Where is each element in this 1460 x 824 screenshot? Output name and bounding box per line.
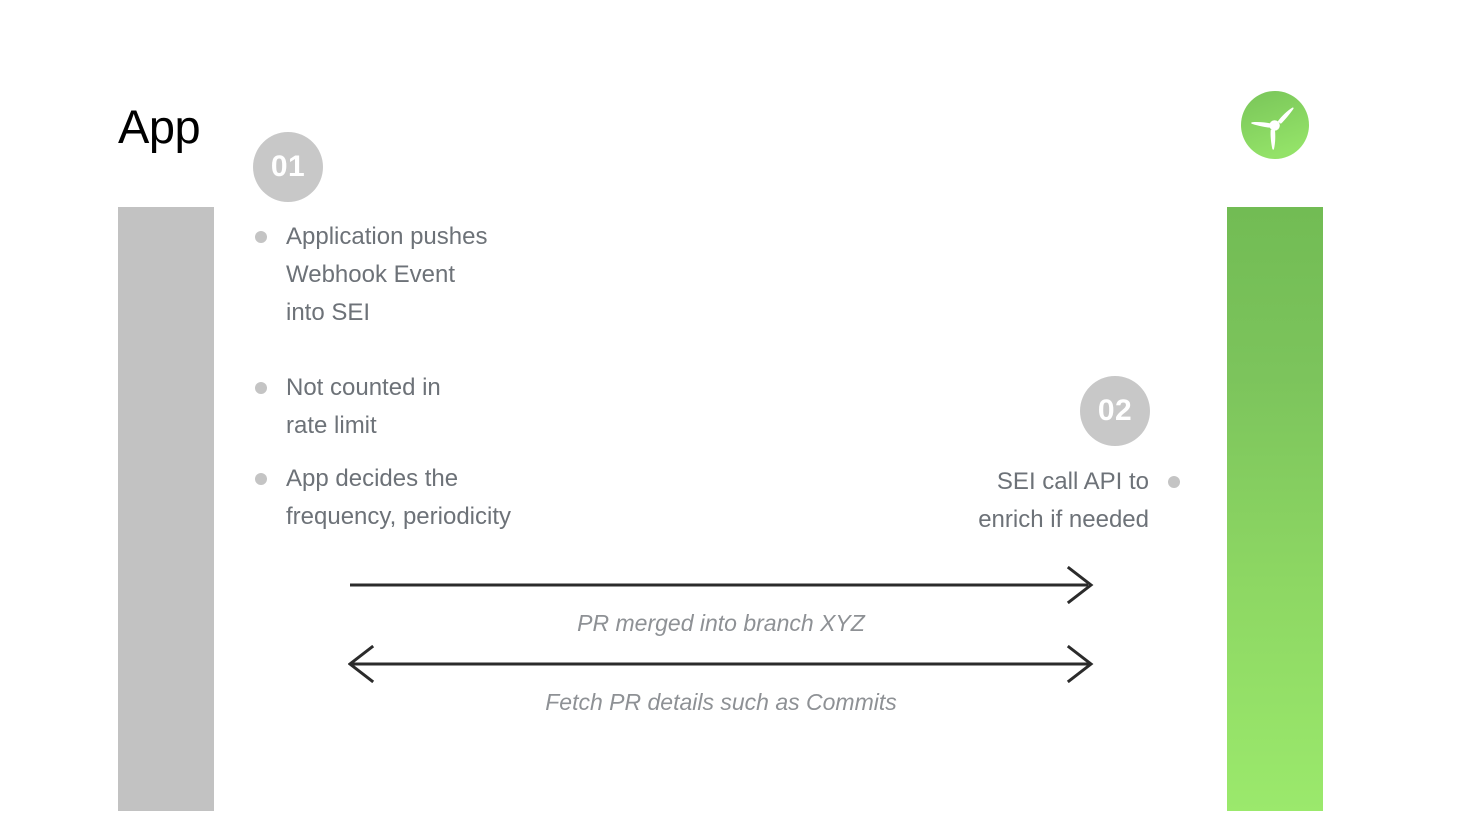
- page-title: App: [118, 100, 201, 153]
- spacer: [255, 445, 655, 460]
- list-item: Not counted in rate limit: [255, 369, 655, 445]
- bullet-dot-icon: [255, 473, 267, 485]
- app-bullet-list: Application pushes Webhook Event into SE…: [255, 218, 655, 536]
- list-item: App decides the frequency, periodicity: [255, 460, 655, 536]
- list-item: Application pushes Webhook Event into SE…: [255, 218, 655, 332]
- bullet-dot-icon: [255, 382, 267, 394]
- message-arrow-fetch-pr-details: Fetch PR details such as Commits: [348, 645, 1094, 717]
- message-arrow-label: PR merged into branch XYZ: [577, 610, 865, 636]
- bullet-dot-icon: [255, 231, 267, 243]
- sei-bullet-list: SEI call API to enrich if needed: [830, 463, 1180, 539]
- list-item-label: Not counted in rate limit: [286, 374, 441, 439]
- list-item-label: SEI call API to enrich if needed: [978, 468, 1149, 533]
- bullet-dot-icon: [1168, 476, 1180, 488]
- step-badge-01: 01: [253, 132, 323, 202]
- list-item-label: App decides the frequency, periodicity: [286, 465, 511, 530]
- spacer: [255, 332, 655, 369]
- harness-propeller-logo-icon: [1240, 90, 1310, 160]
- list-item-label: Application pushes Webhook Event into SE…: [286, 223, 488, 326]
- sei-lane-bar: [1227, 207, 1323, 811]
- message-arrow-label: Fetch PR details such as Commits: [545, 689, 897, 715]
- message-arrow-pr-merged: PR merged into branch XYZ: [348, 566, 1094, 638]
- step-badge-02: 02: [1080, 376, 1150, 446]
- list-item: SEI call API to enrich if needed: [830, 463, 1180, 539]
- app-lane-bar: [118, 207, 214, 811]
